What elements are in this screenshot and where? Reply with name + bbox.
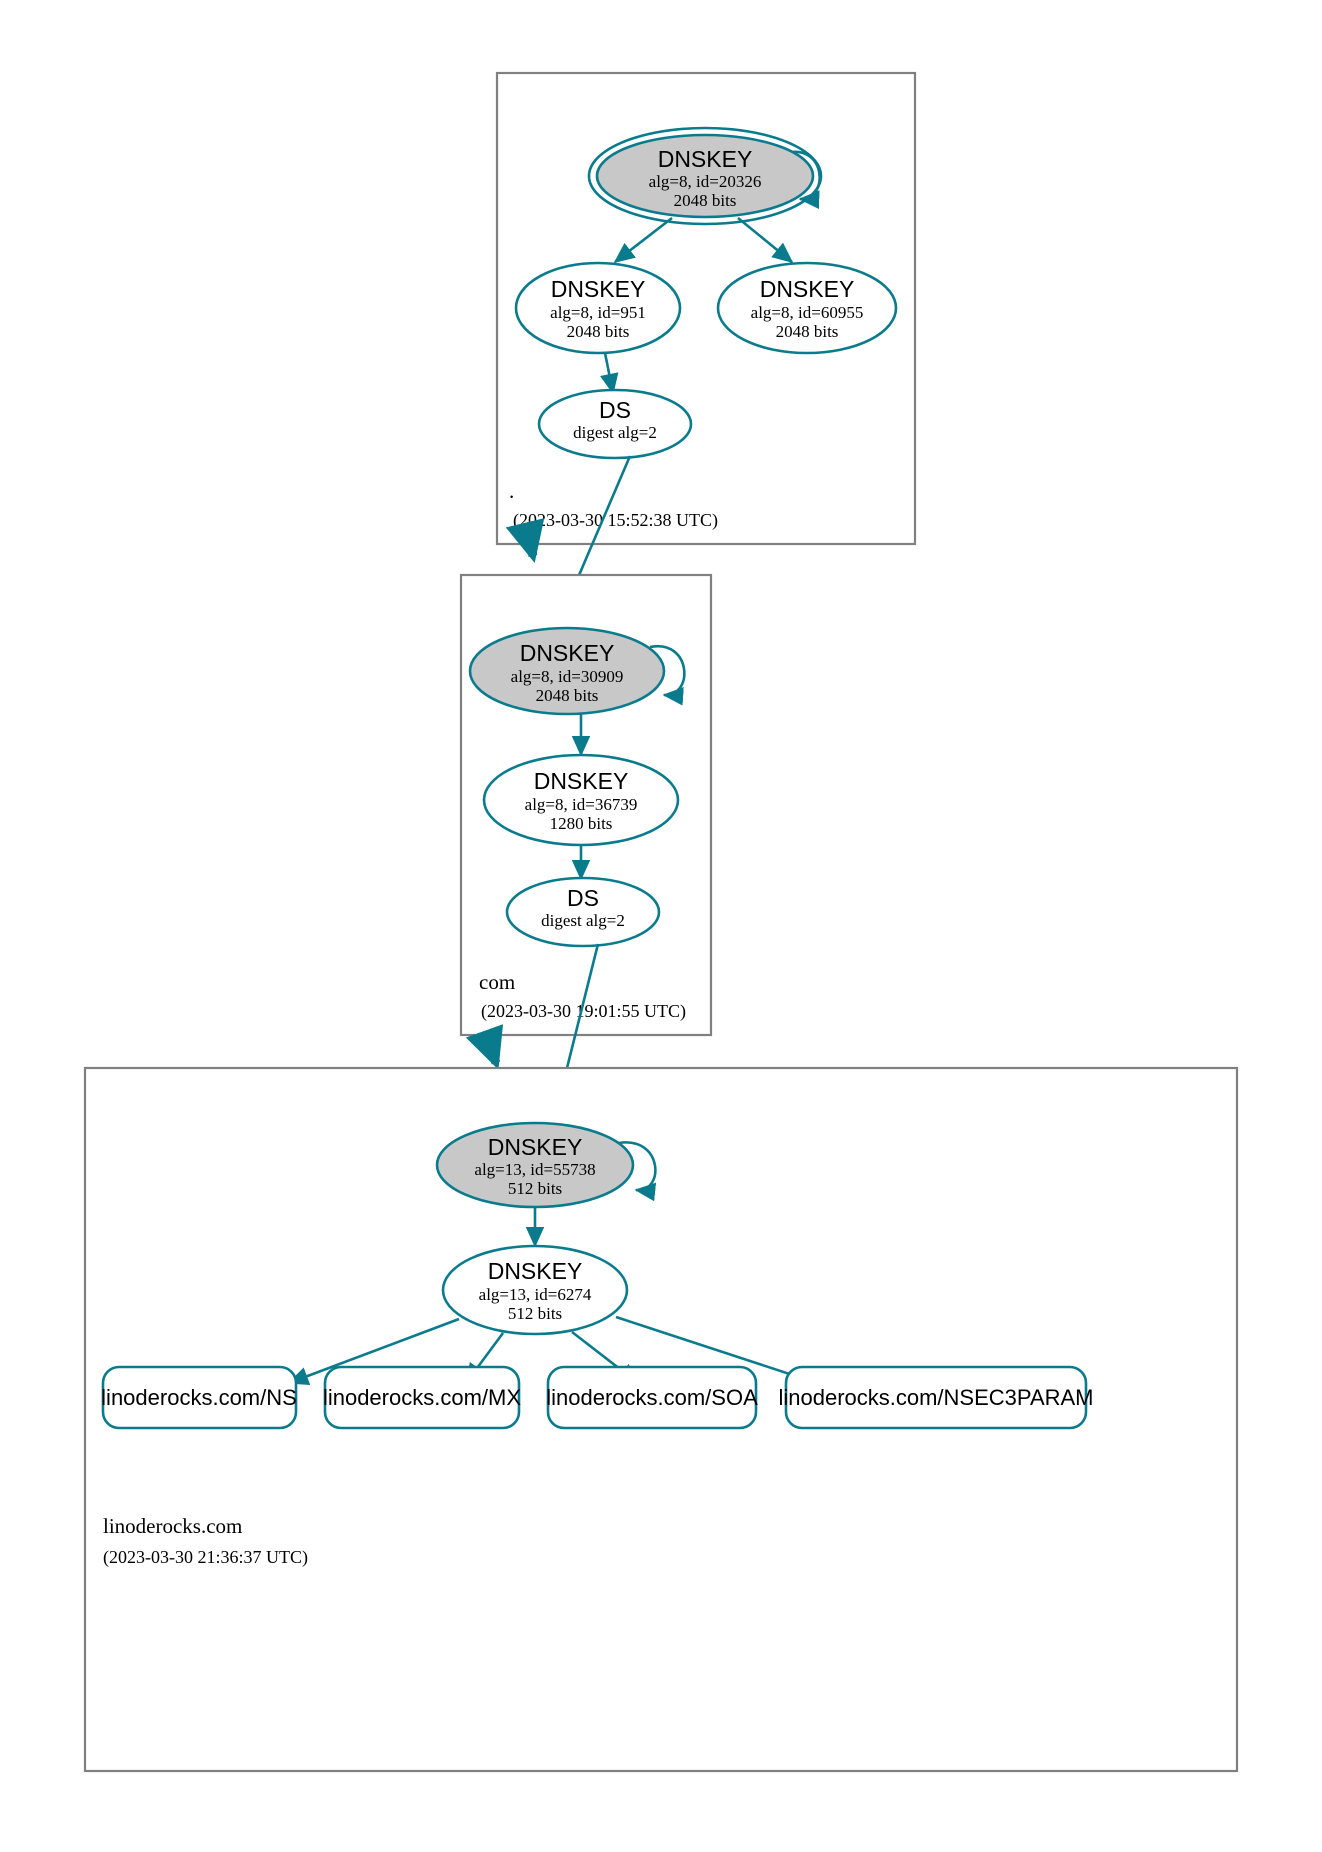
node-params: alg=8, id=951 <box>550 303 646 322</box>
node-linoderocks-dnskey-55738[interactable]: DNSKEY alg=13, id=55738 512 bits <box>435 1121 635 1209</box>
node-title: DNSKEY <box>488 1258 583 1284</box>
edge-lr-zsk-to-ns <box>287 1317 460 1385</box>
node-com-ds[interactable]: DS digest alg=2 <box>505 876 661 948</box>
node-shape <box>595 133 815 219</box>
node-shape <box>482 753 680 847</box>
node-com-dnskey-36739[interactable]: DNSKEY alg=8, id=36739 1280 bits <box>482 753 680 847</box>
edge-lr-zsk-to-nsec3param <box>615 1315 819 1386</box>
node-params: alg=13, id=6274 <box>479 1285 592 1304</box>
node-linoderocks-dnskey-6274[interactable]: DNSKEY alg=13, id=6274 512 bits <box>441 1244 629 1336</box>
rrset-shape <box>323 1365 521 1430</box>
node-root-dnskey-951[interactable]: DNSKEY alg=8, id=951 2048 bits <box>514 261 682 355</box>
node-shape <box>716 261 898 355</box>
edge-com-ksk-self-sign <box>649 645 686 706</box>
delegation-arrow-root-to-com <box>505 518 545 564</box>
rrset-shape <box>546 1365 758 1430</box>
node-size: 2048 bits <box>674 191 737 210</box>
node-size: 1280 bits <box>550 814 613 833</box>
node-title: DNSKEY <box>551 276 646 302</box>
rrset-label: linoderocks.com/MX <box>323 1385 521 1410</box>
node-root-dnskey-60955[interactable]: DNSKEY alg=8, id=60955 2048 bits <box>716 261 898 355</box>
node-shape <box>537 388 693 460</box>
rrset-shape <box>101 1365 298 1430</box>
zone-com: DNSKEY alg=8, id=30909 2048 bits DNSKEY … <box>459 573 713 1037</box>
trust-anchor-outer-ring <box>587 126 823 226</box>
rrset-label: linoderocks.com/NSEC3PARAM <box>778 1385 1093 1410</box>
rrset-shape <box>784 1365 1088 1430</box>
node-size: 2048 bits <box>776 322 839 341</box>
node-params: digest alg=2 <box>541 911 625 930</box>
rrset-label: linoderocks.com/NS <box>101 1385 297 1410</box>
node-title: DS <box>599 397 631 423</box>
zone-root: DNSKEY alg=8, id=20326 2048 bits DNSKEY … <box>495 71 917 546</box>
node-params: digest alg=2 <box>573 423 657 442</box>
node-shape <box>505 876 661 948</box>
node-params: alg=8, id=30909 <box>511 667 624 686</box>
edge-lr-ksk-self-sign <box>618 1141 657 1202</box>
node-shape <box>514 261 682 355</box>
node-shape <box>435 1121 635 1209</box>
node-shape <box>441 1244 629 1336</box>
rrset-label: linoderocks.com/SOA <box>546 1385 758 1410</box>
edge-root-zsk951-to-ds <box>600 347 619 395</box>
zone-linoderocks: DNSKEY alg=13, id=55738 512 bits DNSKEY … <box>83 1066 1239 1773</box>
zone-label-linoderocks: linoderocks.com <box>103 1514 242 1538</box>
node-root-dnskey-20326[interactable]: DNSKEY alg=8, id=20326 2048 bits <box>587 126 823 226</box>
node-params: alg=13, id=55738 <box>474 1160 595 1179</box>
node-params: alg=8, id=20326 <box>649 172 762 191</box>
rrset-ns[interactable]: linoderocks.com/NS <box>101 1365 298 1430</box>
node-size: 2048 bits <box>536 686 599 705</box>
zone-label-root: . <box>509 479 514 503</box>
node-title: DNSKEY <box>658 146 753 172</box>
node-size: 2048 bits <box>567 322 630 341</box>
rrset-soa[interactable]: linoderocks.com/SOA <box>546 1365 758 1430</box>
zone-timestamp-com: (2023-03-30 19:01:55 UTC) <box>481 1001 686 1022</box>
rrset-mx[interactable]: linoderocks.com/MX <box>323 1365 521 1430</box>
node-params: alg=8, id=60955 <box>751 303 864 322</box>
node-title: DNSKEY <box>534 768 629 794</box>
rrset-nsec3param[interactable]: linoderocks.com/NSEC3PARAM <box>778 1365 1094 1430</box>
zone-timestamp-root: (2023-03-30 15:52:38 UTC) <box>513 510 718 531</box>
node-title: DNSKEY <box>760 276 855 302</box>
node-title: DS <box>567 885 599 911</box>
node-shape <box>468 626 666 716</box>
delegation-arrow-com-to-linoderocks <box>465 1024 504 1070</box>
node-params: alg=8, id=36739 <box>525 795 638 814</box>
edge-root-ksk-to-zsk951 <box>613 216 673 264</box>
node-size: 512 bits <box>508 1179 562 1198</box>
edge-root-ksk-to-zsk60955 <box>737 216 794 264</box>
zone-timestamp-linoderocks: (2023-03-30 21:36:37 UTC) <box>103 1547 308 1568</box>
node-title: DNSKEY <box>520 640 615 666</box>
node-size: 512 bits <box>508 1304 562 1323</box>
zone-label-com: com <box>479 970 515 994</box>
node-title: DNSKEY <box>488 1134 583 1160</box>
node-root-ds[interactable]: DS digest alg=2 <box>537 388 693 460</box>
node-com-dnskey-30909[interactable]: DNSKEY alg=8, id=30909 2048 bits <box>468 626 666 716</box>
